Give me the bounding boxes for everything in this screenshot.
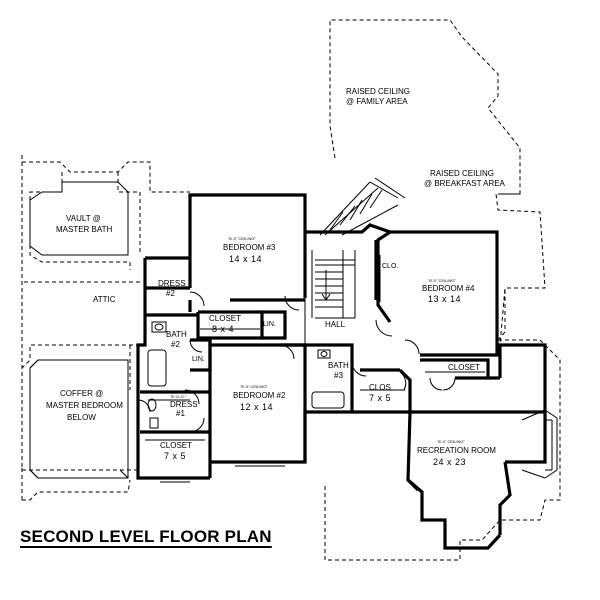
clos-7x5-name: CLOS. [369, 383, 394, 392]
closet-8x4-size: 8 x 4 [212, 324, 235, 334]
dress2-name: DRESS [158, 279, 186, 288]
bedroom4-ceiling: "8'-0" CEILING" [428, 278, 456, 283]
vault-sublabel: MASTER BATH [56, 225, 113, 234]
bath3-num: #3 [334, 371, 343, 380]
coffer-sublabel: MASTER BEDROOM [46, 401, 123, 410]
recreation-size: 24 x 23 [433, 457, 467, 467]
closet-7x5-size: 7 x 5 [164, 451, 187, 461]
thin-lines [145, 177, 553, 483]
bath3-name: BATH [328, 361, 349, 370]
bedroom3-ceiling: "8'-0" CEILING" [228, 236, 256, 241]
raised-ceiling-family-sublabel: @ FAMILY AREA [346, 97, 408, 106]
bedroom4-size: 13 x 14 [428, 294, 462, 304]
clo-label: CLO. [382, 263, 399, 270]
hall-label: HALL [325, 320, 346, 329]
closet-7x5-name: CLOSET [160, 441, 193, 450]
bedroom3-size: 14 x 14 [229, 254, 263, 264]
bath2-name: BATH [166, 330, 187, 339]
closet-8x4-name: CLOSET [209, 314, 242, 323]
page-title: SECOND LEVEL FLOOR PLAN [20, 527, 272, 546]
raised-ceiling-family-label: RAISED CEILING [346, 87, 411, 96]
bedroom2-size: 12 x 14 [240, 402, 274, 412]
bedroom3-name: BEDROOM #3 [223, 243, 276, 252]
raised-ceiling-breakfast-label: RAISED CEILING [430, 169, 495, 178]
lin-left-label: LIN. [192, 356, 205, 363]
dress1-ceiling: "8' CLG." [170, 394, 187, 399]
coffer-label: COFFER @ [60, 389, 104, 398]
dress2-num: #2 [166, 289, 175, 298]
fixtures [147, 321, 345, 429]
closet-rec-name: CLOSET [448, 363, 481, 372]
recreation-ceiling: "8'-0" CEILING" [437, 439, 465, 444]
dress1-num: #1 [176, 409, 185, 418]
lin-top-label: LIN. [263, 321, 276, 328]
dress1-name: DRESS [170, 400, 198, 409]
raised-ceiling-breakfast-sublabel: @ BREAKFAST AREA [424, 179, 505, 188]
roof-outline-dashed [21, 19, 561, 561]
bedroom2-ceiling: "8'-0" CEILING" [240, 384, 268, 389]
bedroom2-name: BEDROOM #2 [233, 391, 286, 400]
bath2-num: #2 [171, 340, 180, 349]
bay-window [544, 409, 558, 479]
vault-coffer-lines [29, 181, 129, 479]
bedroom4-name: BEDROOM #4 [422, 284, 475, 293]
vault-label: VAULT @ [66, 214, 101, 223]
recreation-name: RECREATION ROOM [417, 446, 496, 455]
attic-label: ATTIC [93, 295, 116, 304]
coffer-sublabel-2: BELOW [67, 413, 96, 422]
clos-7x5-size: 7 x 5 [369, 393, 392, 403]
